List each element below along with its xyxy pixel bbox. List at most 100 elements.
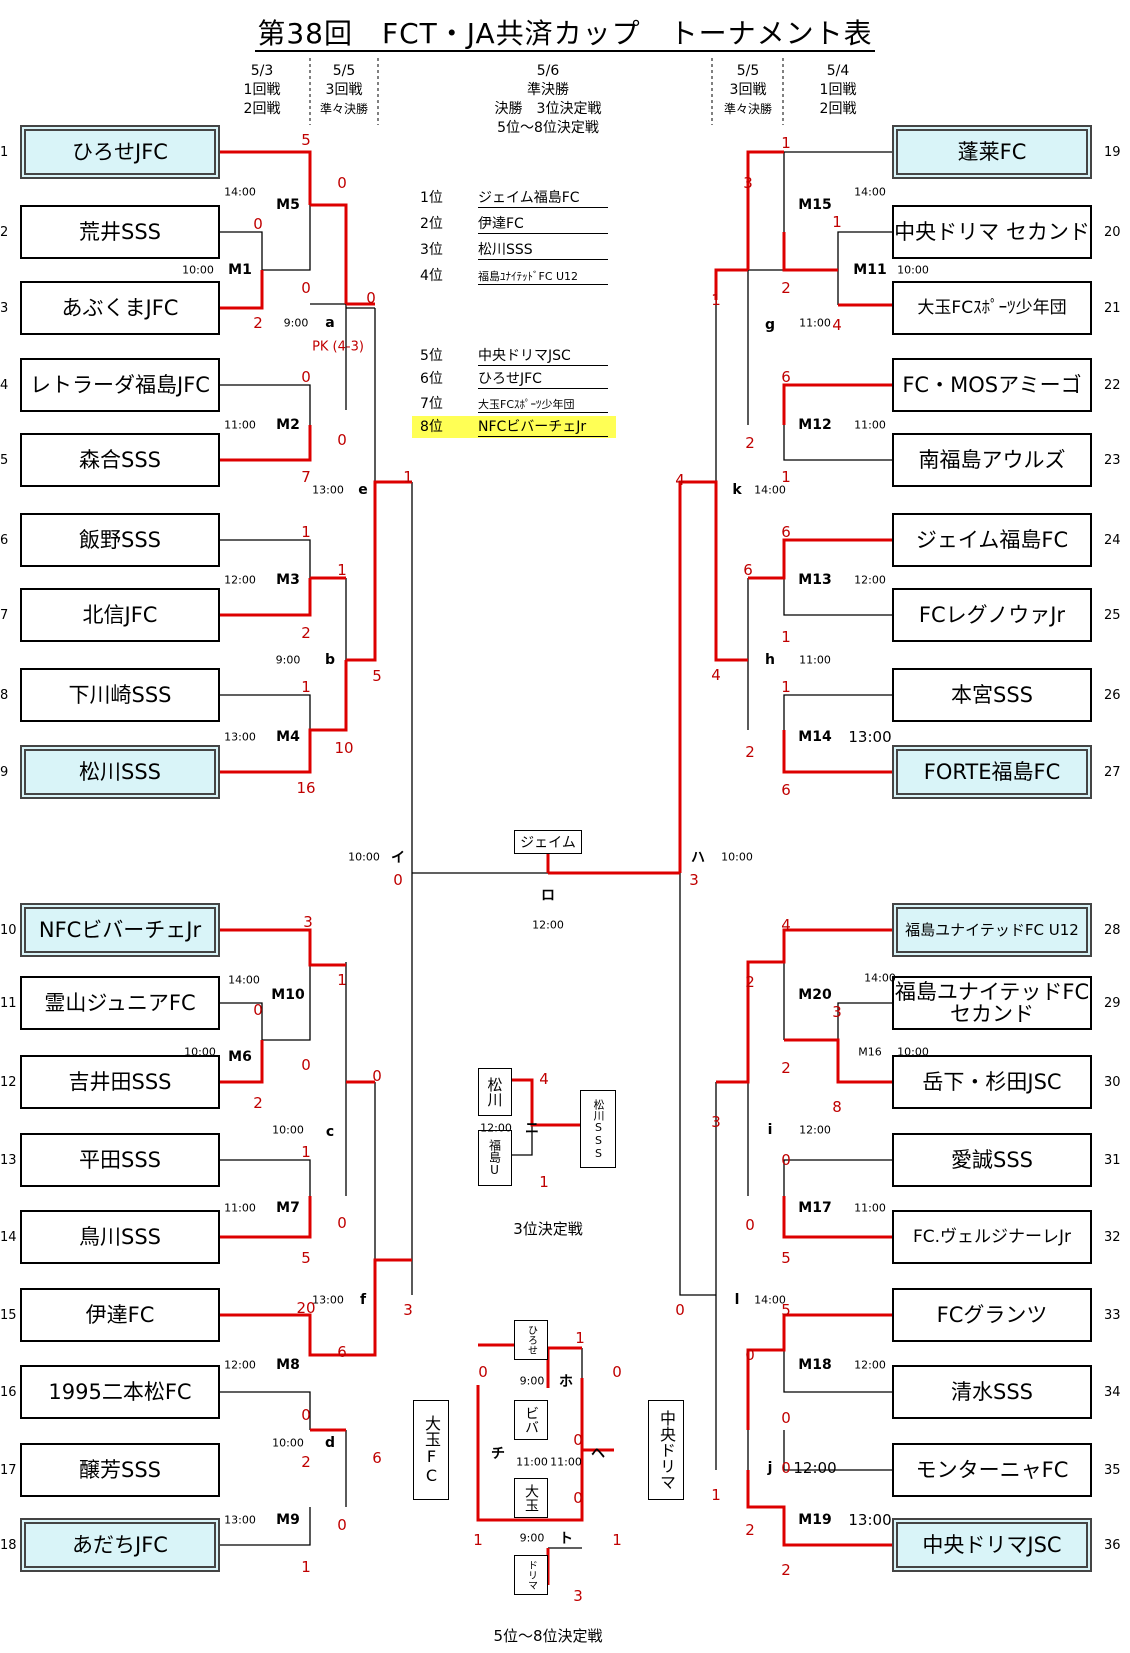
seed-number: 8 — [0, 688, 9, 703]
score: 0 — [253, 1001, 263, 1019]
score: 0 — [372, 1067, 382, 1085]
team-box[interactable]: モンターニャFC — [892, 1443, 1092, 1497]
team-box[interactable]: あぶくまJFC — [20, 281, 220, 335]
team-box[interactable]: 岳下・杉田JSC — [892, 1055, 1092, 1109]
score: 4 — [781, 916, 791, 934]
seed-number: 15 — [0, 1308, 17, 1323]
team-box[interactable]: 松川SSS — [20, 745, 220, 799]
score: 0 — [301, 1056, 311, 1074]
seed-number: 19 — [1104, 145, 1121, 160]
match-time: 12:00 — [224, 573, 256, 587]
match-time: 12:00 — [854, 1358, 886, 1372]
third-place-team-b: 福島U — [478, 1130, 512, 1186]
rank-row: 4位福島ﾕﾅｲﾃｯﾄﾞFC U12 — [420, 265, 608, 285]
team-box[interactable]: あだちJFC — [20, 1518, 220, 1572]
team-box[interactable]: NFCビバーチェJr — [20, 903, 220, 957]
team-box[interactable]: 蓬莱FC — [892, 125, 1092, 179]
team-box[interactable]: 荒井SSS — [20, 205, 220, 259]
team-box[interactable]: ひろせJFC — [20, 125, 220, 179]
team-box[interactable]: 霊山ジュニアFC — [20, 976, 220, 1030]
team-box[interactable]: 吉井田SSS — [20, 1055, 220, 1109]
match-time: 11:00 — [224, 1201, 256, 1215]
team-box[interactable]: レトラーダ福島JFC — [20, 358, 220, 412]
team-box[interactable]: FCグランツ — [892, 1288, 1092, 1342]
match-label: M20 — [798, 987, 832, 1003]
team-box[interactable]: 福島ユナイテッドFC U12 — [892, 903, 1092, 957]
team-box[interactable]: 森合SSS — [20, 433, 220, 487]
seed-number: 4 — [0, 378, 9, 393]
match-label: M16 — [858, 1045, 882, 1059]
match-time: 14:00 — [224, 185, 256, 199]
match-label: a — [325, 315, 335, 331]
score: 0 — [337, 1214, 347, 1232]
match-label: ヘ — [591, 1446, 605, 1462]
team-box[interactable]: 鳥川SSS — [20, 1210, 220, 1264]
team-box[interactable]: 平田SSS — [20, 1133, 220, 1187]
score: 0 — [301, 368, 311, 386]
match-label: M13 — [798, 572, 832, 588]
score: 0 — [745, 1216, 755, 1234]
score: 0 — [393, 871, 403, 889]
seed-number: 21 — [1104, 301, 1121, 316]
score: 4 — [539, 1070, 549, 1088]
seed-number: 26 — [1104, 688, 1121, 703]
match-time: 11:00 — [516, 1455, 548, 1469]
team-box[interactable]: 伊達FC — [20, 1288, 220, 1342]
match-time: 14:00 — [228, 973, 260, 987]
seed-number: 5 — [0, 453, 9, 468]
team-box[interactable]: 醸芳SSS — [20, 1443, 220, 1497]
match-label: j — [767, 1460, 773, 1476]
seed-number: 13 — [0, 1153, 17, 1168]
match-time: 10:00 — [182, 263, 214, 277]
score: 1 — [781, 628, 791, 646]
team-box[interactable]: 中央ドリマ セカンド — [892, 205, 1092, 259]
team-box[interactable]: 飯野SSS — [20, 513, 220, 567]
team-box[interactable]: 中央ドリマJSC — [892, 1518, 1092, 1572]
seed-number: 25 — [1104, 608, 1121, 623]
score: 6 — [337, 1343, 347, 1361]
team-box[interactable]: 1995二本松FC — [20, 1365, 220, 1419]
match-time: 13:00 — [848, 1511, 892, 1529]
score: 2 — [781, 279, 791, 297]
score: 6 — [781, 781, 791, 799]
match-time: 10:00 — [897, 1045, 929, 1059]
team-box[interactable]: 下川崎SSS — [20, 668, 220, 722]
seed-number: 12 — [0, 1075, 17, 1090]
match-time: 9:00 — [283, 316, 309, 330]
rank-row: 6位ひろせJFC — [420, 368, 608, 389]
match-time: 13:00 — [848, 728, 892, 746]
team-box[interactable]: 愛誠SSS — [892, 1133, 1092, 1187]
match-label: g — [764, 317, 776, 333]
team-box[interactable]: 大玉FCｽﾎﾟｰﾂ少年団 — [892, 281, 1092, 335]
match-time: 10:00 — [897, 263, 929, 277]
match-time: 10:00 — [272, 1123, 304, 1137]
score: 20 — [296, 1299, 316, 1317]
match-time: 11:00 — [854, 418, 886, 432]
match-label: b — [324, 652, 336, 668]
score: 5 — [372, 667, 382, 685]
team-box[interactable]: 北信JFC — [20, 588, 220, 642]
seed-number: 31 — [1104, 1153, 1121, 1168]
team-box[interactable]: FCレグノウァJr — [892, 588, 1092, 642]
seed-number: 32 — [1104, 1230, 1121, 1245]
match-label: e — [358, 482, 368, 498]
team-box[interactable]: 清水SSS — [892, 1365, 1092, 1419]
score: 0 — [675, 1301, 685, 1319]
team-box[interactable]: FORTE福島FC — [892, 745, 1092, 799]
match-label: M10 — [271, 987, 305, 1003]
match-label: M11 — [853, 262, 887, 278]
match-time: 9:00 — [519, 1374, 545, 1388]
team-box[interactable]: 本宮SSS — [892, 668, 1092, 722]
match-time: 13:00 — [224, 730, 256, 744]
match-time: 14:00 — [854, 185, 886, 199]
team-box[interactable]: FC・MOSアミーゴ — [892, 358, 1092, 412]
match-label: c — [325, 1124, 335, 1140]
score: 2 — [745, 434, 755, 452]
team-box[interactable]: ジェイム福島FC — [892, 513, 1092, 567]
team-box[interactable]: 南福島アウルズ — [892, 433, 1092, 487]
score: 2 — [745, 973, 755, 991]
match-time: 11:00 — [550, 1455, 582, 1469]
match-label: h — [765, 652, 775, 668]
team-box[interactable]: 福島ユナイテッドFC セカンド — [892, 976, 1092, 1030]
team-box[interactable]: FC.ヴェルジナーレJr — [892, 1210, 1092, 1264]
